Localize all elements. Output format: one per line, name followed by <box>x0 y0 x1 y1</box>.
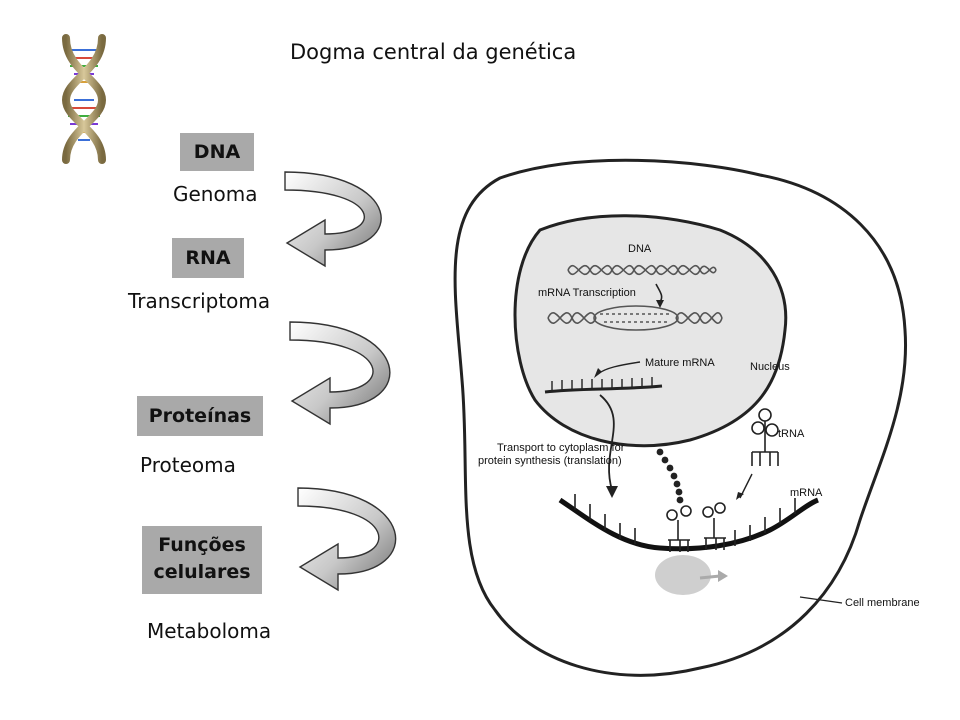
trna-molecule <box>751 408 779 466</box>
dna-box: DNA <box>180 133 254 171</box>
label-trna: tRNA <box>778 428 805 440</box>
funcoes-line: Funções <box>158 534 246 556</box>
metaboloma-label: Metaboloma <box>147 619 272 643</box>
label-nucleus: Nucleus <box>750 361 790 373</box>
proteoma-label: Proteoma <box>140 453 236 477</box>
label-transport-line1: Transport to cytoplasm for <box>497 442 625 454</box>
arrow-rna-to-proteins <box>289 321 391 426</box>
ribosome <box>655 555 711 595</box>
funcoes-celulares-box: Funções celulares <box>142 526 262 594</box>
label-mrna: mRNA <box>790 487 823 499</box>
transcriptoma-label: Transcriptoma <box>128 289 271 313</box>
proteinas-box: Proteínas <box>137 396 263 436</box>
arrow-proteins-to-functions <box>297 487 397 592</box>
genoma-label: Genoma <box>173 182 258 206</box>
label-dna: DNA <box>628 243 652 255</box>
label-transport-line2: protein synthesis (translation) <box>478 455 622 467</box>
arrow-dna-to-rna <box>284 171 382 268</box>
label-mature-mrna: Mature mRNA <box>645 357 715 369</box>
label-cell-membrane: Cell membrane <box>845 597 920 609</box>
celulares-line: celulares <box>153 561 251 583</box>
label-mrna-transcription: mRNA Transcription <box>538 287 636 299</box>
cell-illustration: DNA mRNA Transcription Mature mRNA Nucle… <box>453 158 920 677</box>
rna-box: RNA <box>172 238 244 278</box>
cell-membrane <box>453 158 908 677</box>
protein-chain <box>656 448 684 504</box>
diagram-title: Dogma central da genética <box>290 40 577 64</box>
nucleus-dna-helix <box>547 264 723 331</box>
cytoplasm-mrna <box>558 497 820 552</box>
dna-helix-icon <box>61 34 107 164</box>
